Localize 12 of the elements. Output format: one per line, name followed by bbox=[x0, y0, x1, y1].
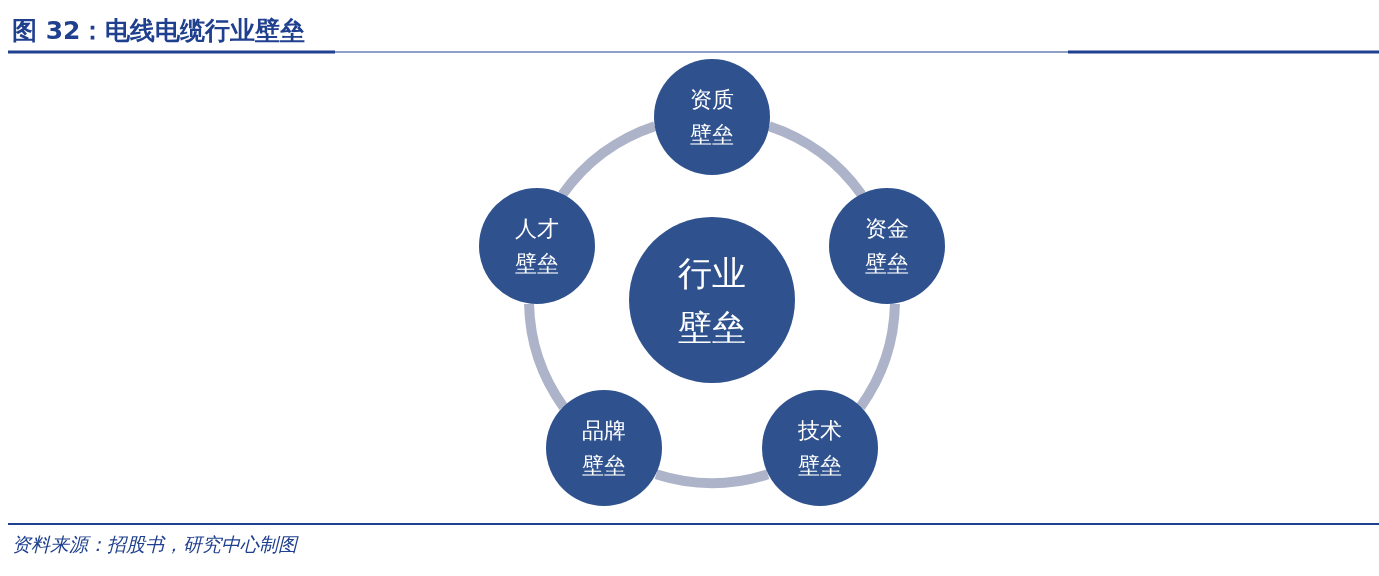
figure-title: 图 32：电线电缆行业壁垒 bbox=[12, 15, 306, 47]
node-label: 行业壁垒 bbox=[677, 251, 747, 349]
connector-arc bbox=[558, 121, 657, 198]
connector-arc bbox=[856, 303, 900, 410]
source-note: 资料来源：招股书，研究中心制图 bbox=[12, 532, 297, 557]
connector-arc bbox=[524, 303, 568, 410]
node-label: 技术壁垒 bbox=[796, 416, 843, 481]
connector-arc bbox=[654, 469, 770, 488]
node-label: 资金壁垒 bbox=[864, 215, 910, 279]
node-label: 资质壁垒 bbox=[689, 85, 735, 149]
node-label: 品牌壁垒 bbox=[581, 416, 628, 481]
node-label: 人才壁垒 bbox=[514, 215, 560, 279]
